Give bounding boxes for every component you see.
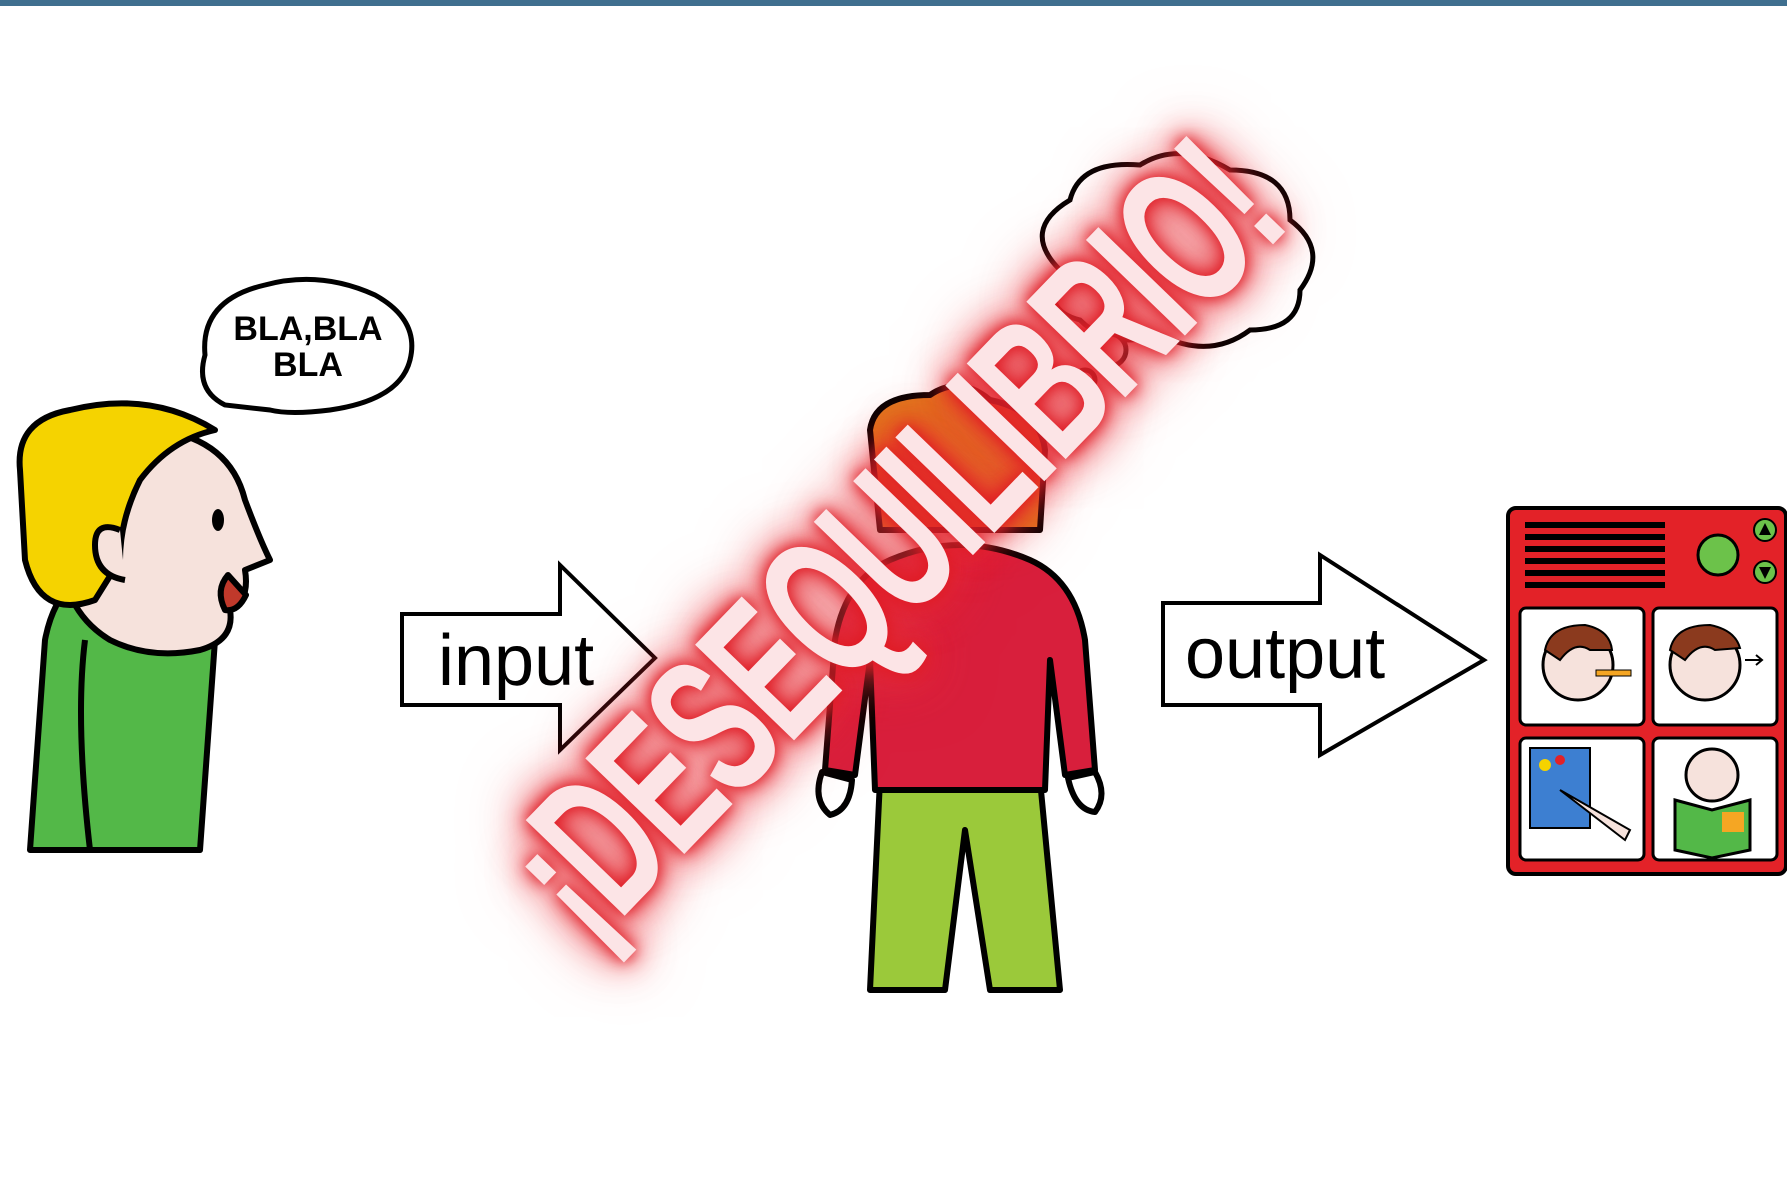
output-label: output [1185, 614, 1385, 694]
cell-blow-nose [1653, 608, 1777, 725]
speaker-figure [20, 403, 270, 850]
output-arrow: output [1163, 555, 1484, 755]
input-label: input [438, 621, 594, 701]
cell-read-book [1653, 738, 1777, 860]
speech-line-1: BLA,BLA [233, 310, 382, 348]
girl-hand-left [818, 772, 852, 815]
speech-line-2: BLA [273, 346, 343, 384]
speaker-eye [212, 509, 224, 531]
girl-hand-right [1068, 772, 1102, 812]
girl-pants [870, 780, 1060, 990]
cell-paint [1520, 738, 1644, 860]
communication-device [1508, 508, 1786, 874]
cell-brush-teeth [1520, 608, 1644, 725]
power-button [1698, 535, 1738, 575]
speech-bubble: BLA,BLA BLA [203, 279, 412, 412]
